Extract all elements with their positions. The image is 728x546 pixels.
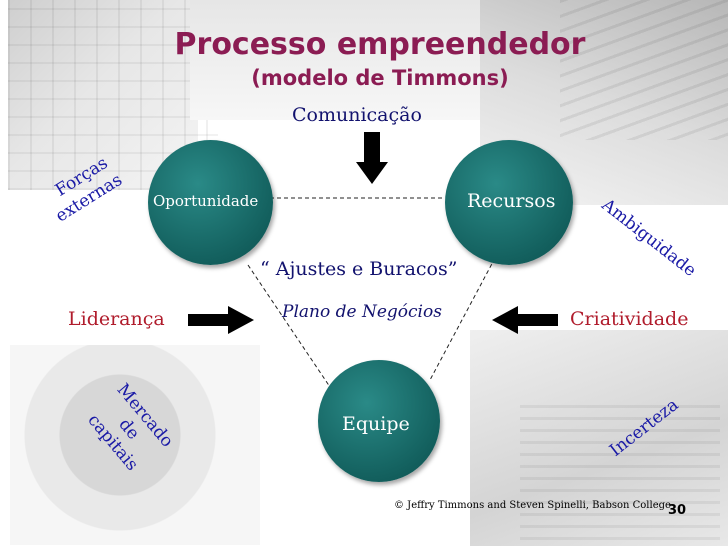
footer-copyright: © Jeffry Timmons and Steven Spinelli, Ba… bbox=[394, 500, 671, 511]
page-subtitle: (modelo de Timmons) bbox=[251, 66, 509, 90]
background-texture-bottom-right bbox=[520, 400, 720, 540]
arrow-left-icon bbox=[492, 306, 558, 334]
dashed-edge-left bbox=[247, 264, 333, 391]
node-recursos-label: Recursos bbox=[467, 190, 556, 212]
label-criatividade: Criatividade bbox=[570, 308, 689, 330]
background-photo-bottom-right bbox=[470, 330, 728, 546]
page-title: Processo empreendedor bbox=[174, 27, 586, 62]
arrow-right-icon bbox=[188, 306, 254, 334]
background-photo-top-center bbox=[190, 0, 490, 120]
node-oportunidade-label: Oportunidade bbox=[153, 192, 259, 210]
dashed-edge-right bbox=[429, 257, 496, 381]
node-equipe-label: Equipe bbox=[342, 413, 410, 435]
label-comunicacao: Comunicação bbox=[292, 104, 422, 126]
arrow-down-icon bbox=[356, 132, 388, 184]
node-oportunidade bbox=[148, 140, 273, 265]
background-texture-top-right bbox=[560, 0, 728, 140]
node-equipe bbox=[318, 360, 440, 482]
background-photo-bottom-left bbox=[10, 345, 260, 545]
node-recursos bbox=[445, 140, 573, 265]
center-plano-de-negocios: Plano de Negócios bbox=[282, 302, 442, 322]
slide-number: 30 bbox=[668, 503, 687, 518]
center-ajustes-e-buracos: “ Ajustes e Buracos” bbox=[260, 258, 458, 280]
label-lideranca: Liderança bbox=[68, 308, 165, 330]
